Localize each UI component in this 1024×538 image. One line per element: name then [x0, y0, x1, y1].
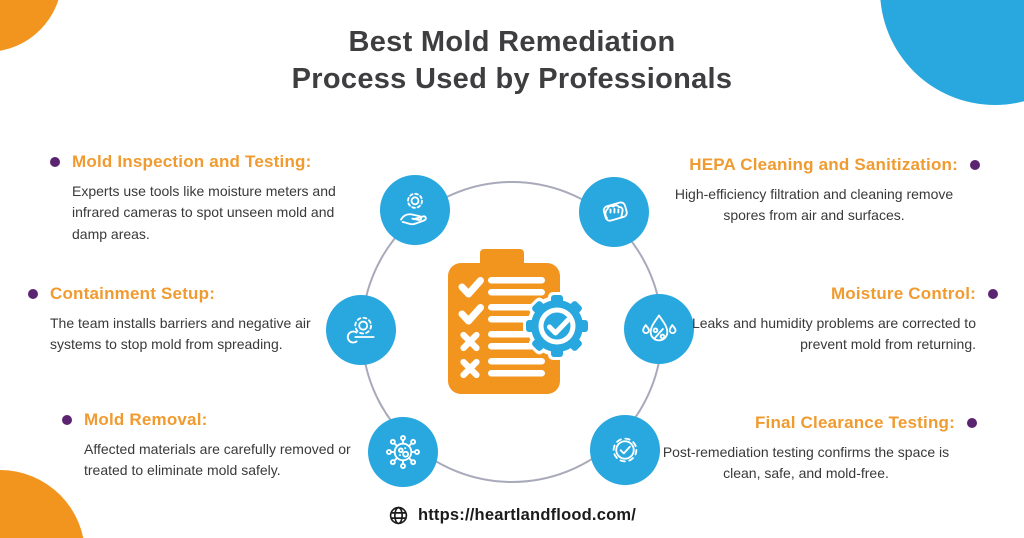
- step-hepa-cleaning: HEPA Cleaning and Sanitization: High-eff…: [670, 155, 980, 227]
- hand-holding-gear-icon: [400, 192, 427, 226]
- node-final-clearance: [590, 415, 660, 485]
- bullet-dot: [50, 157, 60, 167]
- step-heading: Mold Removal:: [84, 410, 208, 429]
- node-mold-inspection: [380, 175, 450, 245]
- step-description: Post-remediation testing confirms the sp…: [662, 444, 950, 482]
- bullet-dot: [967, 418, 977, 428]
- page-title: Best Mold Remediation Process Used by Pr…: [0, 24, 1024, 98]
- step-final-clearance: Final Clearance Testing: Post-remediatio…: [657, 413, 977, 485]
- node-mold-removal: [368, 417, 438, 487]
- step-mold-removal: Mold Removal: Affected materials are car…: [62, 410, 372, 482]
- step-mold-inspection: Mold Inspection and Testing: Experts use…: [50, 152, 360, 245]
- bullet-dot: [970, 160, 980, 170]
- page-title-line1: Best Mold Remediation: [348, 26, 676, 58]
- step-heading: Final Clearance Testing:: [754, 413, 955, 432]
- gear-checkmark-icon: [612, 437, 638, 463]
- step-heading: Containment Setup:: [50, 284, 216, 303]
- step-heading: HEPA Cleaning and Sanitization:: [689, 155, 958, 174]
- step-containment-setup: Containment Setup: The team installs bar…: [28, 284, 348, 356]
- step-description: The team installs barriers and negative …: [50, 315, 311, 353]
- footer: https://heartlandflood.com/: [0, 505, 1024, 526]
- bullet-dot: [28, 289, 38, 299]
- cleaning-wipe-hand-icon: [602, 201, 628, 222]
- page-title-line2: Process Used by Professionals: [291, 63, 733, 95]
- gear-wrench-icon: [346, 316, 375, 344]
- step-description: Affected materials are carefully removed…: [84, 441, 351, 479]
- bullet-dot: [62, 415, 72, 425]
- node-hepa-cleaning: [579, 177, 649, 247]
- step-heading: Moisture Control:: [830, 284, 976, 303]
- bullet-dot: [988, 289, 998, 299]
- clipboard-checklist-icon: [448, 249, 591, 394]
- step-description: Leaks and humidity problems are correcte…: [691, 315, 976, 353]
- step-description: High-efficiency filtration and cleaning …: [674, 186, 954, 224]
- step-description: Experts use tools like moisture meters a…: [72, 183, 336, 242]
- website-link[interactable]: https://heartlandflood.com/: [417, 506, 637, 524]
- node-containment-setup: [326, 295, 396, 365]
- humidity-droplets-percent-icon: [642, 314, 677, 342]
- step-moisture-control: Moisture Control: Leaks and humidity pro…: [668, 284, 998, 356]
- mold-spores-icon: [386, 435, 420, 469]
- node-moisture-control: [624, 294, 694, 364]
- step-heading: Mold Inspection and Testing:: [72, 152, 312, 171]
- globe-icon: [389, 506, 408, 525]
